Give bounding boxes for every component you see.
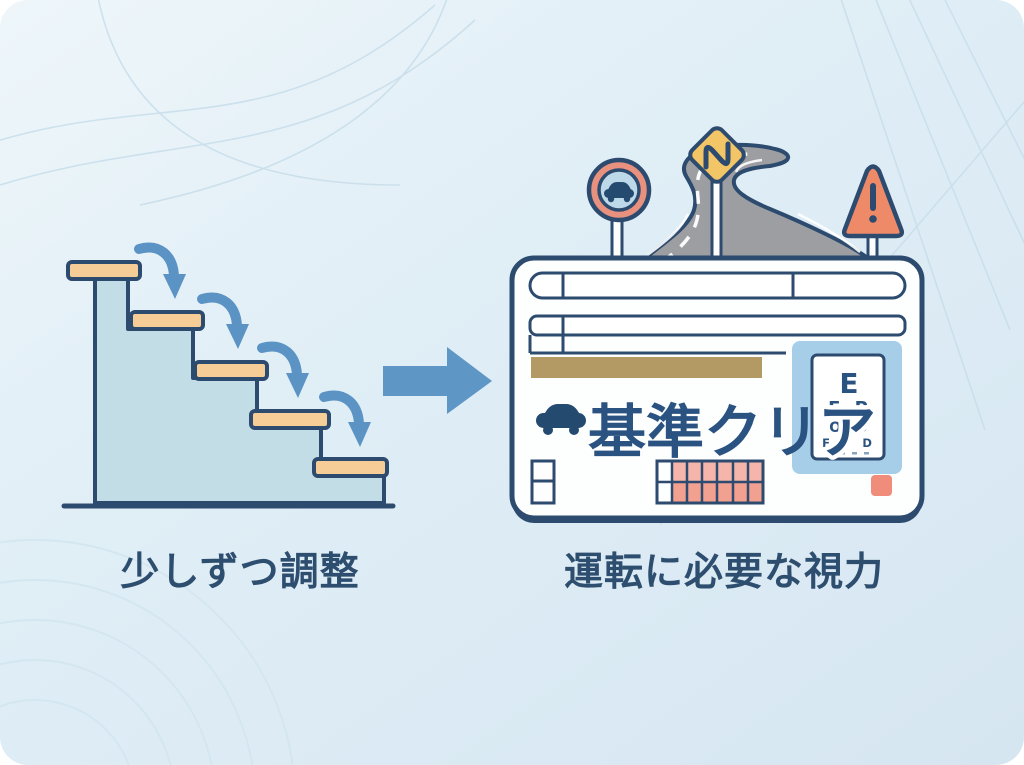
card-left-box — [530, 479, 556, 505]
decor-line — [944, 0, 1024, 160]
gold-band — [531, 357, 762, 378]
curved-down-arrow-icon — [257, 341, 302, 380]
curved-down-arrow-icon — [197, 292, 242, 331]
decor-arc — [0, 699, 130, 765]
arrowhead — [286, 373, 309, 398]
sign-post — [710, 180, 723, 266]
stair-tread — [129, 310, 205, 331]
car-icon — [536, 404, 586, 435]
road-edge-line — [645, 213, 690, 258]
decor-arc — [0, 539, 294, 765]
arrowhead — [163, 274, 186, 299]
decor-curve — [0, 19, 476, 186]
road-edge-line — [734, 158, 763, 173]
stair-tread — [312, 457, 389, 478]
warning-triangle-icon — [841, 164, 905, 239]
arrowhead — [348, 422, 371, 447]
road-edge-line — [797, 212, 861, 253]
decor-arc — [0, 579, 254, 765]
decor-line — [840, 0, 986, 431]
decor-curve — [139, 0, 448, 206]
eye-chart-row: O D — [829, 420, 872, 436]
staircase — [61, 242, 396, 509]
stair-tread — [66, 260, 142, 281]
eye-chart-icon: E F P O D F C D — [810, 353, 886, 461]
eye-chart-row: F C D — [822, 436, 876, 450]
headline-text-tail: ア — [818, 398, 876, 466]
car-icon — [604, 182, 634, 203]
curved-down-arrow-icon — [134, 242, 179, 281]
decor-line — [875, 0, 1011, 331]
eye-chart-row: F P — [828, 398, 872, 419]
caption-license: 運転に必要な視力 — [563, 550, 884, 595]
decor-arc — [0, 659, 172, 765]
decor-arc — [0, 619, 213, 765]
number-grid — [655, 459, 765, 505]
stair-tread — [193, 360, 269, 381]
winding-road-sign-icon — [688, 126, 746, 184]
decor-curve — [0, 4, 436, 142]
decor-line — [908, 0, 1024, 245]
license-card: E F P O D F C D — [509, 255, 925, 523]
caption-stairs: 少しずつ調整 — [120, 550, 360, 595]
winding-road — [633, 142, 875, 268]
card-header-field — [528, 271, 907, 300]
headline-text: 基準クリ — [588, 398, 820, 466]
right-arrow-icon — [383, 347, 492, 414]
card-left-box — [530, 459, 556, 483]
eye-chart-row: E — [839, 367, 858, 400]
step-down-arrows — [134, 242, 364, 429]
arrowhead — [226, 324, 249, 349]
no-cars-sign-icon — [586, 157, 652, 223]
stair-tread — [249, 409, 331, 430]
card-info-field — [528, 314, 907, 337]
road-surface — [633, 142, 875, 268]
curved-down-arrow-icon — [319, 390, 364, 429]
salmon-chip — [871, 475, 892, 496]
decor-curve — [97, 0, 401, 186]
